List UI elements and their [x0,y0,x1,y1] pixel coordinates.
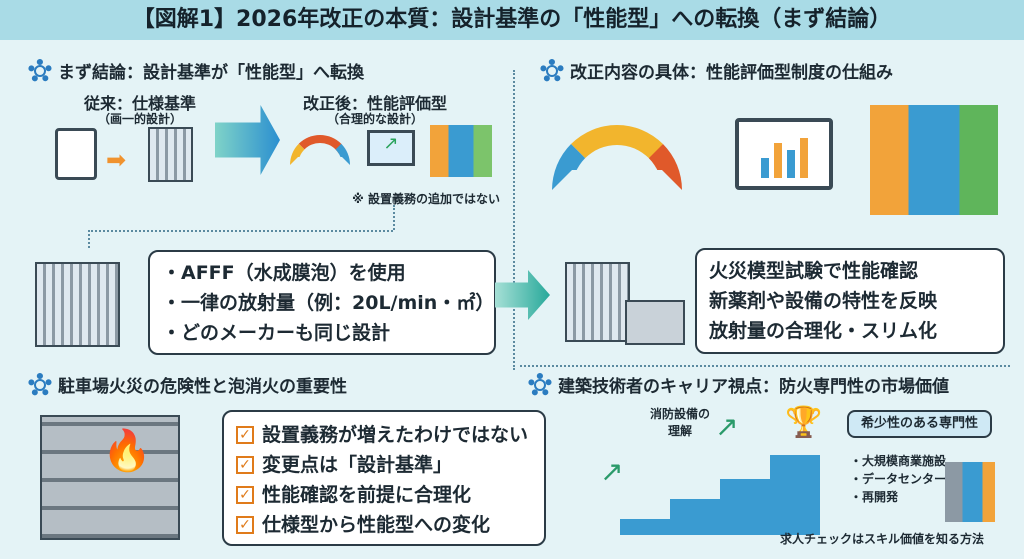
checkbox-icon: ✓ [236,456,254,474]
city-buildings-icon [870,105,998,215]
stairs-icon [620,455,820,535]
section3-title: 駐車場火災の危険性と泡消火の重要性 [58,377,347,397]
growth-arrow-icon: ↗ [600,455,624,488]
market-item: ・大規模商業施設 [850,454,947,468]
check-item: ✓ 仕様型から性能型への変化 [236,510,532,540]
check-item: ✓ 性能確認を前提に合理化 [236,480,532,510]
section4-header: 建築技術者のキャリア視点：防火専門性の市場価値 [528,372,949,397]
market-item: ・再開発 [850,490,899,504]
note-text: ※ 設置義務の追加ではない [352,192,500,206]
rarity-bubble: 希少性のある専門性 [847,410,993,438]
new-design-box: 火災模型試験で性能確認 新薬剤や設備の特性を反映 放射量の合理化・スリム化 [695,248,1005,354]
new-line: 新薬剤や設備の特性を反映 [709,290,938,312]
old-bullet: ・どのメーカーも同じ設計 [162,322,391,344]
after-label: 改正後：性能評価型 [302,94,447,113]
market-item: ・データセンター [850,472,947,486]
after-sub: （合理的な設計） [326,112,423,126]
growth-arrow-icon: ↗ [715,410,739,443]
section1-header: まず結論：設計基準が「性能型」へ転換 [28,58,364,83]
footer-text: 求人チェックはスキル価値を知る方法 [780,532,985,546]
new-line: 火災模型試験で性能確認 [709,260,919,282]
before-sub: （画一的設計） [97,112,182,126]
gear-icon [540,58,564,83]
clipboard-icon [55,128,97,180]
section2-title: 改正内容の具体：性能評価型制度の仕組み [570,63,893,83]
check-text: 仕様型から性能型への変化 [262,514,491,536]
section4-title: 建築技術者のキャリア視点：防火専門性の市場価値 [558,377,949,397]
section2-header: 改正内容の具体：性能評価型制度の仕組み [540,58,893,83]
gear-icon [528,372,552,397]
check-item: ✓ 変更点は「設計基準」 [236,450,532,480]
transition-arrow-icon [215,105,280,175]
trophy-icon: 🏆 [785,405,823,440]
check-text: 性能確認を前提に合理化 [262,484,472,506]
check-text: 変更点は「設計基準」 [262,454,453,476]
checklist-box: ✓ 設置義務が増えたわけではない ✓ 変更点は「設計基準」 ✓ 性能確認を前提に合理化… [222,410,546,546]
before-label: 従来：仕様基準 [83,94,196,113]
gear-icon [28,372,52,397]
checkbox-icon: ✓ [236,516,254,534]
check-item: ✓ 設置義務が増えたわけではない [236,420,532,450]
monitor-bar-chart-icon [735,118,833,190]
page-title: 【図解1】2026年改正の本質：設計基準の「性能型」への転換（まず結論） [0,0,1024,40]
new-line: 放射量の合理化・スリム化 [709,320,938,342]
checkbox-icon: ✓ [236,426,254,444]
city-buildings-icon [430,125,492,177]
city-buildings-icon [945,462,995,522]
old-bullet: ・AFFF（水成膜泡）を使用 [162,262,406,284]
parking-fire-icon: 🔥 [40,415,180,540]
step-label: 消防設備の 理解 [649,407,710,438]
gear-icon [28,58,52,83]
old-bullet: ・一律の放射量（例：20L/min・㎡） [162,292,495,314]
equipment-icon [625,300,685,345]
building-icon [148,127,193,182]
old-design-box: ・AFFF（水成膜泡）を使用 ・一律の放射量（例：20L/min・㎡） ・どのメ… [148,250,496,355]
monitor-chart-icon: ↗ [367,130,415,166]
arrow-right-icon: ➡ [106,146,127,174]
section1-title: まず結論：設計基準が「性能型」へ転換 [58,63,364,83]
building-icon [565,262,630,342]
gauge-icon [552,125,682,190]
market-list: ・大規模商業施設 ・データセンター ・再開発 [850,452,946,506]
section3-header: 駐車場火災の危険性と泡消火の重要性 [28,372,347,397]
transition-arrow-icon [495,270,550,320]
building-icon [35,262,120,347]
gauge-icon [290,135,350,165]
checkbox-icon: ✓ [236,486,254,504]
check-text: 設置義務が増えたわけではない [262,424,529,446]
